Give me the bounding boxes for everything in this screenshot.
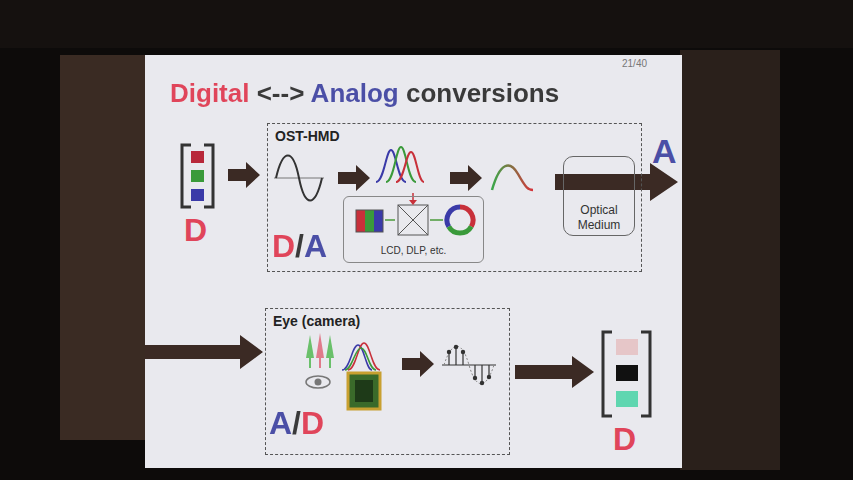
display-tech-box: LCD, DLP, etc.: [343, 196, 484, 263]
node-text: OST-HMD: [275, 128, 340, 144]
analog-letter: A: [652, 132, 677, 171]
node-text: D/A: [272, 228, 327, 265]
digital-letter: D: [184, 212, 207, 249]
dashed-stage-box: Eye (camera) A/D: [265, 308, 510, 455]
slide-title: Digital <--> Analog conversions: [170, 78, 559, 109]
node-text: Optical Medium: [568, 203, 630, 233]
digital-letter: D: [613, 421, 636, 458]
node-text: Eye (camera): [273, 313, 360, 329]
node-text: LCD, DLP, etc.: [381, 245, 446, 256]
optical-medium-box: Optical Medium: [563, 156, 635, 236]
page-number: 21/40: [622, 58, 647, 69]
node-text: A/D: [269, 405, 324, 442]
dashed-stage-box: OST-HMD D/A LCD, DLP, etc. Optical Medium: [267, 123, 642, 272]
